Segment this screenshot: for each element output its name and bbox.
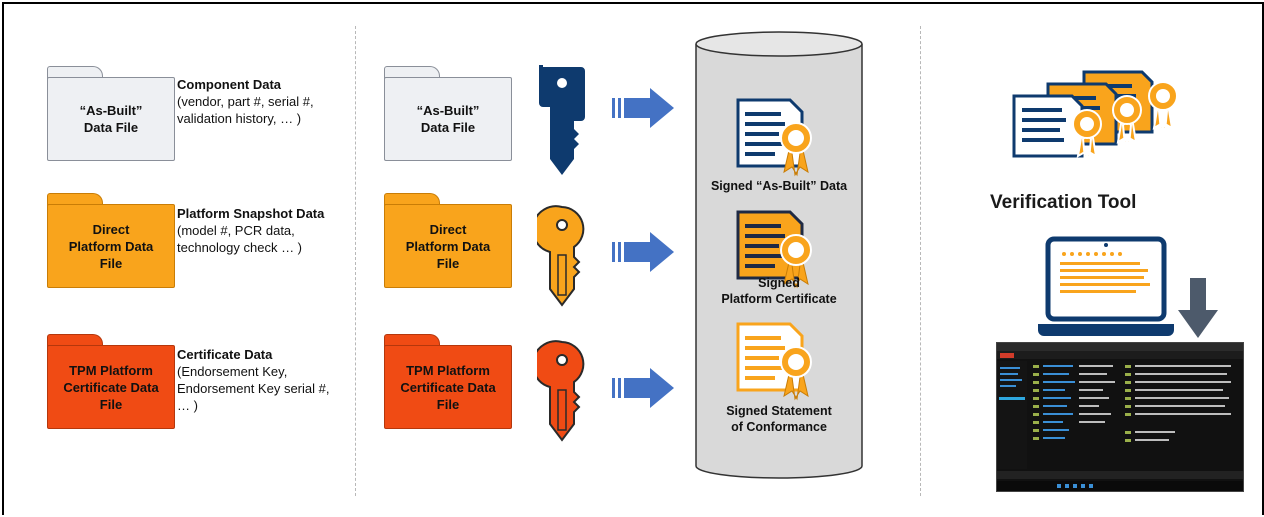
component-data-description: Component Data (vendor, part #, serial #…: [177, 76, 357, 127]
folder-label: Direct Platform Data File: [47, 204, 175, 288]
description-line: technology check … ): [177, 240, 303, 255]
application-screenshot: [996, 342, 1244, 492]
certificate-data-description: Certificate Data (Endorsement Key, Endor…: [177, 346, 357, 414]
description-title: Certificate Data: [177, 347, 273, 362]
right-arrow-icon: [612, 232, 674, 272]
description-title: Component Data: [177, 77, 281, 92]
certificate-icon: [736, 210, 812, 289]
platform-snapshot-description: Platform Snapshot Data (model #, PCR dat…: [177, 205, 357, 256]
description-line: (model #, PCR data,: [177, 223, 295, 238]
key-icon: [537, 340, 585, 442]
right-arrow-icon: [612, 368, 674, 408]
folder-label: TPM Platform Certificate Data File: [47, 345, 175, 429]
verification-tool-title: Verification Tool: [990, 192, 1137, 213]
folder-label: TPM Platform Certificate Data File: [384, 345, 512, 429]
certificate-stack-icon: [1012, 70, 1178, 163]
down-arrow-icon: [1178, 278, 1218, 338]
description-line: (vendor, part #, serial #,: [177, 94, 314, 109]
divider-left: [355, 26, 356, 496]
folder-label: “As-Built” Data File: [384, 77, 512, 161]
folder-label: Direct Platform Data File: [384, 204, 512, 288]
description-line: (Endorsement Key,: [177, 364, 288, 379]
application-screenshot-art: [997, 343, 1243, 491]
description-title: Platform Snapshot Data: [177, 206, 325, 221]
divider-right: [920, 26, 921, 496]
folder-label: “As-Built” Data File: [47, 77, 175, 161]
certificate-icon: [736, 98, 812, 177]
laptop-icon: [1038, 236, 1174, 336]
certificate-label: Signed Statement of Conformance: [726, 404, 832, 434]
certificate-icon: [736, 322, 812, 401]
key-icon: [537, 205, 585, 307]
description-line: validation history, … ): [177, 111, 302, 126]
right-arrow-icon: [612, 88, 674, 128]
description-line: … ): [177, 398, 198, 413]
key-icon: [539, 65, 585, 175]
description-line: Endorsement Key serial #,: [177, 381, 330, 396]
certificate-label: Signed Platform Certificate: [721, 276, 837, 306]
certificate-label: Signed “As-Built” Data: [710, 179, 848, 193]
